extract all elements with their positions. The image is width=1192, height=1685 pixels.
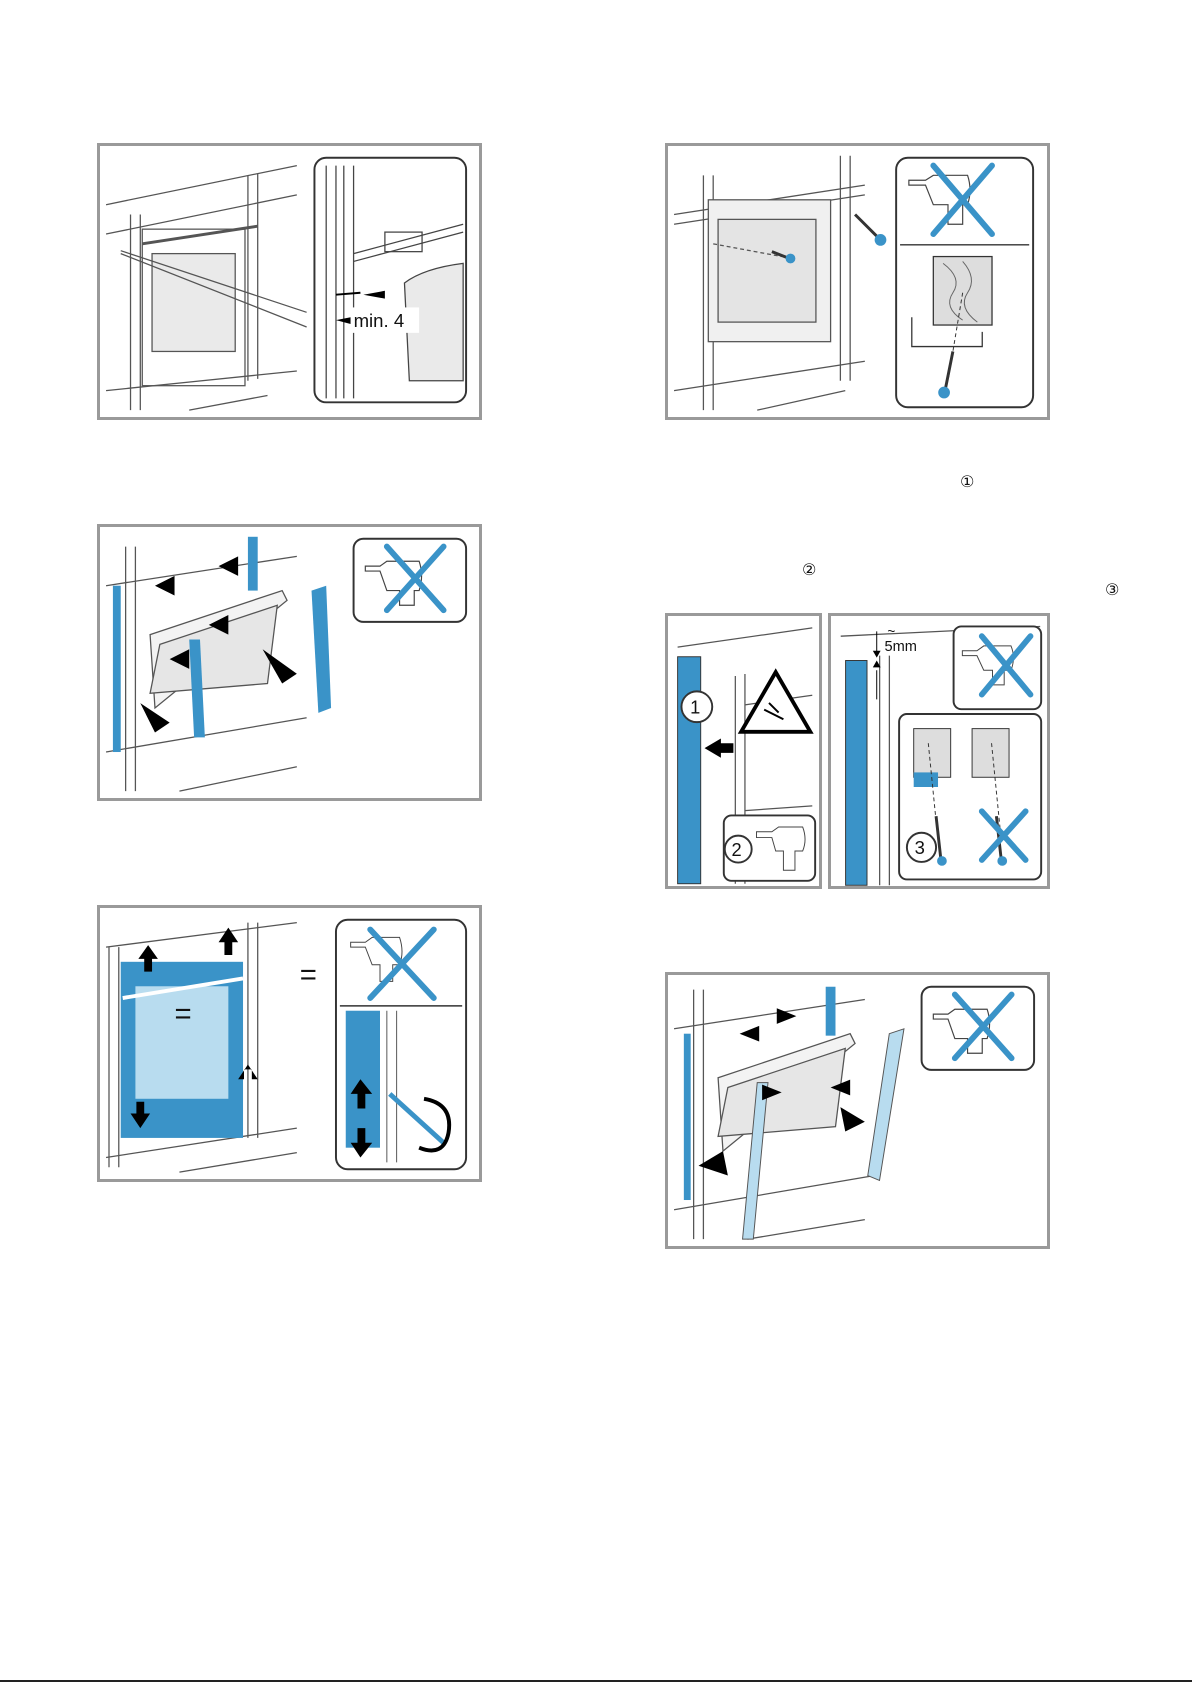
figure-min-gap: min. 4 [97,143,482,420]
figure-reattach-trims [665,972,1050,1249]
callout-1: 1 [690,696,700,717]
figure-screw-panel-drawing [668,146,1047,417]
gap-label: 5mm [885,639,917,655]
callout-2: 2 [731,839,741,860]
figure-remove-trims [97,524,482,801]
marker-2: ② [802,562,816,578]
figure-align-door-drawing: = = [100,908,479,1179]
equals-mark-gap: = [300,958,317,991]
marker-1: ① [960,474,974,490]
figure-attach-trim-left: 1 2 [665,613,822,889]
figure-min-gap-drawing: min. 4 [100,146,479,417]
figure-attach-trim-left-drawing: 1 2 [668,616,819,886]
figure-reattach-trims-drawing [668,975,1047,1246]
figure-align-door: = = [97,905,482,1182]
footer-rule [0,1680,1192,1682]
min-gap-label: min. 4 [354,310,405,331]
figure-remove-trims-drawing [100,527,479,798]
figure-attach-trim-right: 5mm ~ 3 [828,613,1050,889]
gap-tilde: ~ [887,624,895,639]
equals-mark-door: = [175,997,192,1030]
callout-3: 3 [915,837,925,858]
figure-attach-trim-right-drawing: 5mm ~ 3 [831,616,1047,886]
figure-screw-panel [665,143,1050,420]
marker-3: ③ [1105,582,1119,598]
